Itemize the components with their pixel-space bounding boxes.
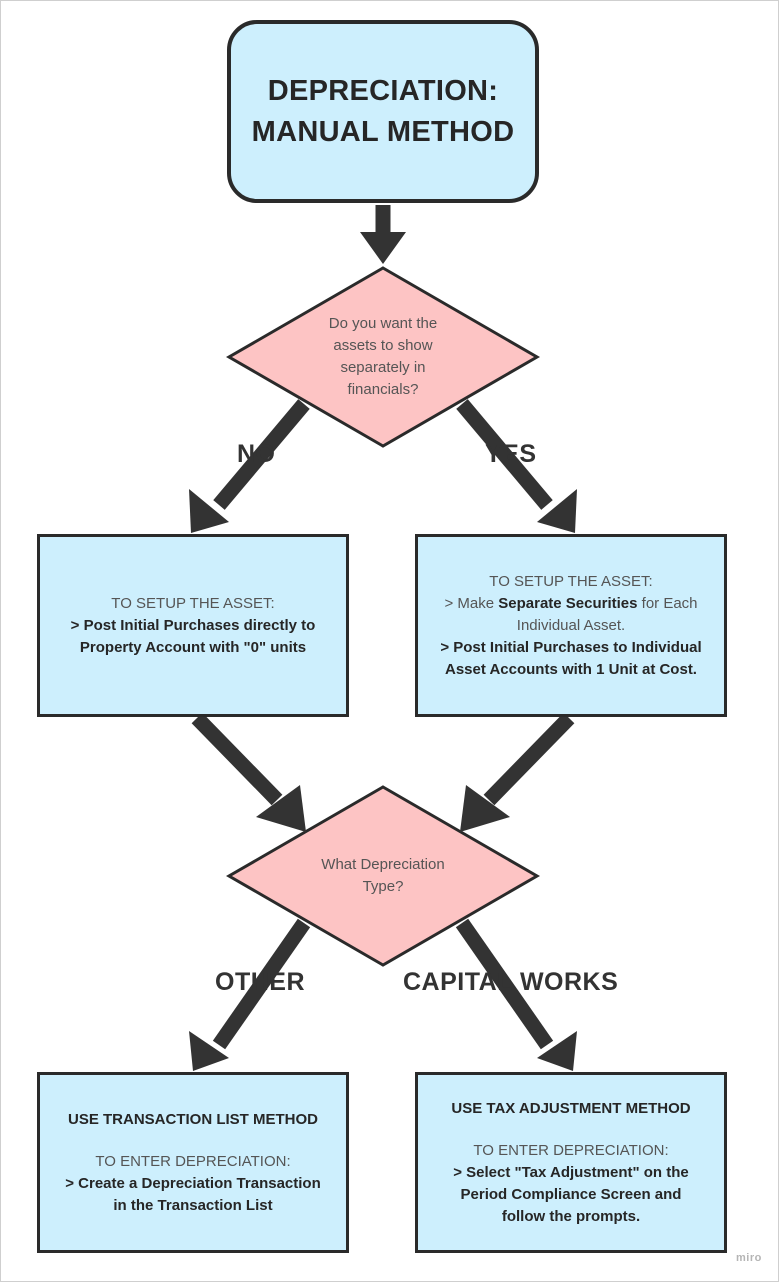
capital-works-method-box: USE TAX ADJUSTMENT METHOD TO ENTER DEPRE… (415, 1072, 727, 1253)
arrow-head-no (189, 489, 229, 533)
capital-box-title: USE TAX ADJUSTMENT METHOD (451, 1099, 691, 1117)
yes-box-make-prefix: > Make (444, 594, 499, 612)
arrow-head-capital-works (537, 1031, 577, 1071)
yes-box-make-suffix: for Each (637, 594, 698, 612)
arrow-head-yes (537, 489, 577, 533)
yes-box-line-3: > Post Initial Purchases to Individual (440, 638, 702, 656)
decision-question-separately: Do you want the assets to show separatel… (303, 313, 463, 401)
other-box-title: USE TRANSACTION LIST METHOD (68, 1110, 318, 1128)
yes-box-make-line-2: Individual Asset. (516, 616, 626, 634)
decision-line: assets to show (333, 337, 433, 354)
arrow-head-other (189, 1031, 229, 1071)
title-box: DEPRECIATION: MANUAL METHOD (227, 20, 539, 203)
arrow-yes-shaft (456, 399, 553, 510)
yes-box-make-line: > Make Separate Securities for Each (444, 593, 697, 615)
decision-line: What Depreciation (321, 856, 445, 873)
arrow-head-left-merge (256, 785, 306, 832)
yes-setup-box: TO SETUP THE ASSET: > Make Separate Secu… (415, 534, 727, 717)
decision-line: financials? (347, 381, 419, 398)
title-line-1: DEPRECIATION: (267, 74, 499, 107)
decision-diamond-depreciation-type (226, 785, 540, 967)
other-box-line-1: > Create a Depreciation Transaction (65, 1174, 321, 1192)
decision-line: Type? (362, 878, 404, 895)
capital-box-line-1: > Select "Tax Adjustment" on the (453, 1163, 689, 1181)
branch-label-yes: YES (485, 440, 537, 468)
yes-box-line-4: Asset Accounts with 1 Unit at Cost. (445, 660, 697, 678)
arrow-yes-box-to-decision-shaft (483, 712, 575, 806)
yes-box-make-bold: Separate Securities (498, 594, 638, 612)
arrow-other-shaft (212, 918, 311, 1050)
branch-label-other: OTHER (215, 968, 305, 996)
capital-box-heading: TO ENTER DEPRECIATION: (473, 1141, 669, 1159)
no-box-line-2: Property Account with "0" units (79, 638, 307, 656)
decision-question-depreciation-type: What Depreciation Type? (298, 854, 468, 898)
miro-watermark: miro (736, 1252, 762, 1264)
other-box-line-2: in the Transaction List (113, 1196, 273, 1214)
capital-box-line-3: follow the prompts. (501, 1207, 641, 1225)
arrow-head-down (360, 232, 406, 264)
arrow-no-shaft (213, 399, 310, 510)
yes-box-heading: TO SETUP THE ASSET: (489, 572, 653, 590)
no-box-line-1: > Post Initial Purchases directly to (70, 616, 316, 634)
arrow-no-box-to-decision-shaft (191, 712, 283, 806)
capital-box-line-2: Period Compliance Screen and (460, 1185, 682, 1203)
decision-diamond-separately (226, 266, 540, 448)
arrow-capital-works-shaft (455, 918, 554, 1050)
decision-line: separately in (340, 359, 426, 376)
no-setup-box: TO SETUP THE ASSET: > Post Initial Purch… (37, 534, 349, 717)
branch-label-no: NO (237, 440, 276, 468)
no-box-heading: TO SETUP THE ASSET: (111, 594, 275, 612)
other-method-box: USE TRANSACTION LIST METHOD TO ENTER DEP… (37, 1072, 349, 1253)
branch-label-capital-works: CAPITAL WORKS (403, 968, 619, 996)
arrow-head-right-merge (460, 785, 510, 832)
other-box-heading: TO ENTER DEPRECIATION: (95, 1152, 291, 1170)
title-line-2: MANUAL METHOD (251, 115, 515, 148)
decision-line: Do you want the (328, 315, 438, 332)
